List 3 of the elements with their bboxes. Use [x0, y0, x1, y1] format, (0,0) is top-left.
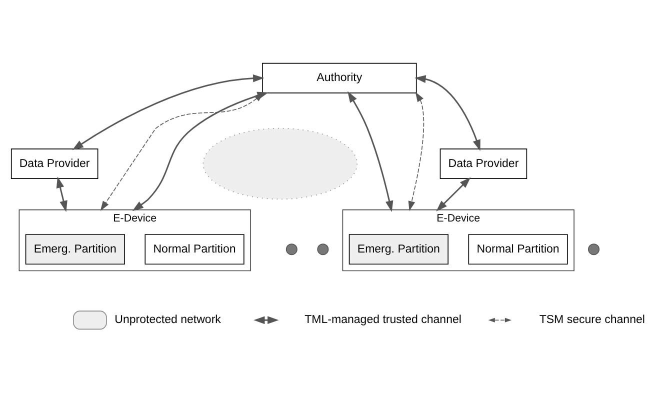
legend-label: TSM secure channel	[539, 314, 645, 326]
legend-label: Unprotected network	[114, 314, 221, 326]
legend-label: TML-managed trusted channel	[304, 314, 462, 326]
